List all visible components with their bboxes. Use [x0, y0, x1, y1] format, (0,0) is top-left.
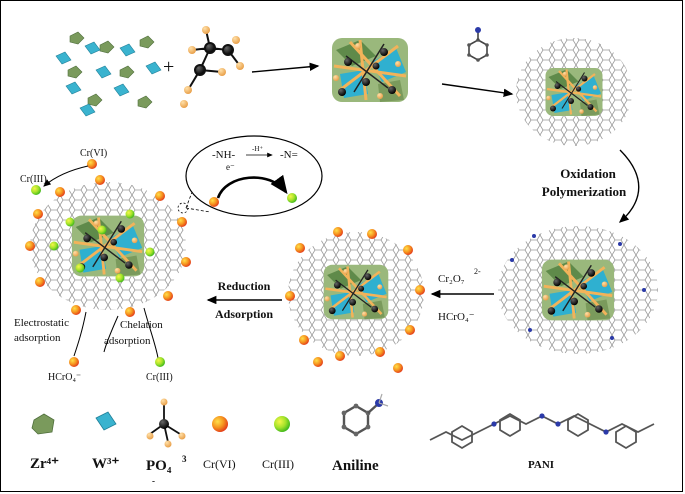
aniline-coated-cluster [516, 38, 632, 146]
aniline-monomer-top [466, 27, 490, 63]
label-polymerization: Polymerization [542, 184, 627, 199]
line-chelation-2 [143, 307, 159, 359]
legend-po4: PO₄ [146, 458, 172, 474]
label-chelation: Chelation [120, 319, 163, 331]
legend-cr6-icon [212, 416, 228, 432]
label-hcro4-mid: HCrO₄⁻ [438, 311, 475, 323]
final-composite [25, 175, 191, 317]
label-electrostatic: Electrostatic [14, 317, 69, 329]
legend-cr3: Cr(III) [262, 457, 294, 471]
legend-po4-sup: 3 [182, 454, 187, 464]
legend-pani-icon [429, 412, 655, 450]
plus-sign: + [163, 56, 174, 78]
mech-nh: -NH- [212, 149, 236, 161]
legend-zr: Zr⁴⁺ [30, 456, 59, 472]
mech-n: -N= [280, 149, 298, 161]
label-cr6-top: Cr(VI) [80, 148, 107, 159]
zr-w-polyhedra-field [55, 31, 162, 117]
arrow-to-cluster [251, 62, 320, 73]
legend-po4-icon [146, 398, 186, 448]
legend-w: W³⁺ [92, 456, 119, 472]
label-cr2o7: Cr₂O₇ [438, 273, 465, 285]
arrow-to-coated [441, 83, 514, 97]
legend-pani-n [491, 413, 609, 435]
legend-w-icon [95, 411, 117, 431]
legend-aniline: Aniline [332, 458, 379, 474]
label-reduction: Reduction [218, 279, 271, 293]
legend-zr-icon [31, 413, 55, 435]
mechanism-inset: -NH- -H⁺ -N= e⁻ [177, 135, 323, 217]
mech-e: e⁻ [226, 162, 235, 172]
legend-aniline-icon [341, 393, 389, 437]
cr-loaded-composite [285, 227, 425, 373]
zrwp-cluster [330, 36, 410, 104]
arrow-cr-reduction-top [43, 165, 89, 187]
legend-cr6: Cr(VI) [203, 457, 236, 471]
label-adsorption: Adsorption [215, 307, 273, 321]
label-cr2o7-charge: 2- [474, 267, 481, 276]
label-oxidation: Oxidation [560, 166, 616, 181]
label-electrostatic-2: adsorption [14, 332, 61, 344]
cr3-ion-top [31, 185, 41, 195]
legend-cr3-icon [274, 416, 290, 432]
legend: Zr⁴⁺ W³⁺ PO₄ 3 - Cr(VI) Cr(III) [30, 393, 655, 486]
label-chelation-2: adsorption [104, 335, 151, 347]
mech-h: -H⁺ [252, 145, 263, 153]
label-cr3-top: Cr(III) [20, 174, 47, 185]
cr6-ion-top [87, 159, 97, 169]
phosphate-chain-model [180, 26, 244, 108]
cr3-ion-bottom [155, 357, 165, 367]
line-chelation [103, 315, 119, 353]
cr6-ion-bottom [69, 357, 79, 367]
arrow-oxidation [618, 149, 640, 223]
label-cr3-bottom: Cr(III) [146, 372, 173, 383]
legend-pani: PANI [528, 459, 554, 471]
line-electrostatic [73, 311, 87, 357]
legend-po4-sub: - [152, 476, 155, 486]
label-hcro4-bottom: HCrO₄⁻ [48, 372, 81, 383]
pani-composite [498, 226, 658, 354]
